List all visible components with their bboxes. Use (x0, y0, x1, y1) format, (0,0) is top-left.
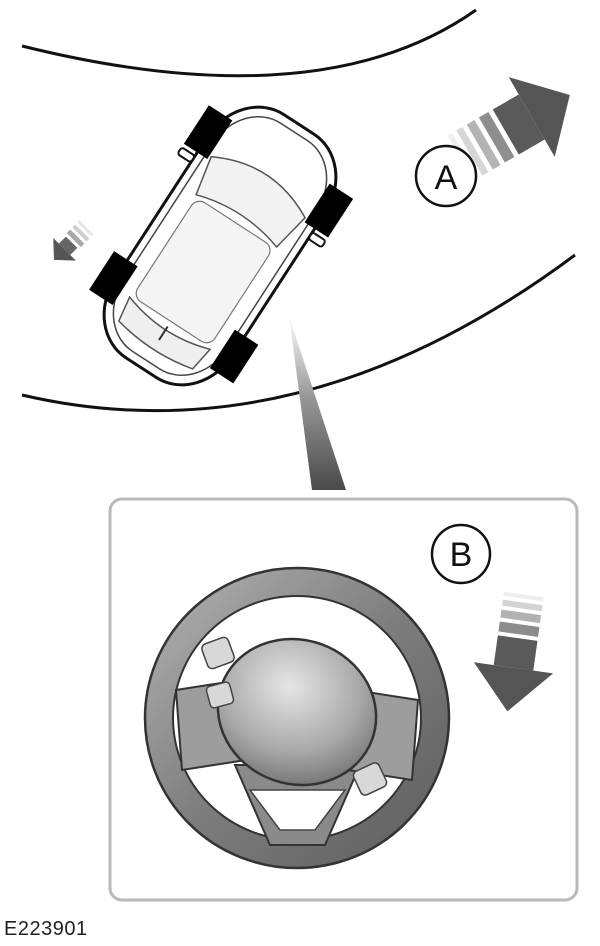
push-arrow-icon (53, 220, 94, 261)
callout-b-label: B (450, 536, 473, 574)
callout-a: A (414, 144, 478, 208)
front-left-wheel (183, 105, 233, 160)
callout-pointer (289, 316, 346, 490)
figure-id-label: E223901 (4, 918, 88, 940)
front-right-wheel (304, 183, 354, 238)
direction-arrow-b-icon (473, 591, 554, 712)
steering-wheel-icon (143, 566, 451, 870)
rear-right-wheel (209, 329, 259, 384)
road-outer-edge (21, 8, 477, 78)
callout-b: B (430, 523, 492, 585)
rear-left-wheel (89, 251, 138, 305)
callout-a-label: A (435, 159, 458, 197)
car-top-view (89, 105, 354, 387)
